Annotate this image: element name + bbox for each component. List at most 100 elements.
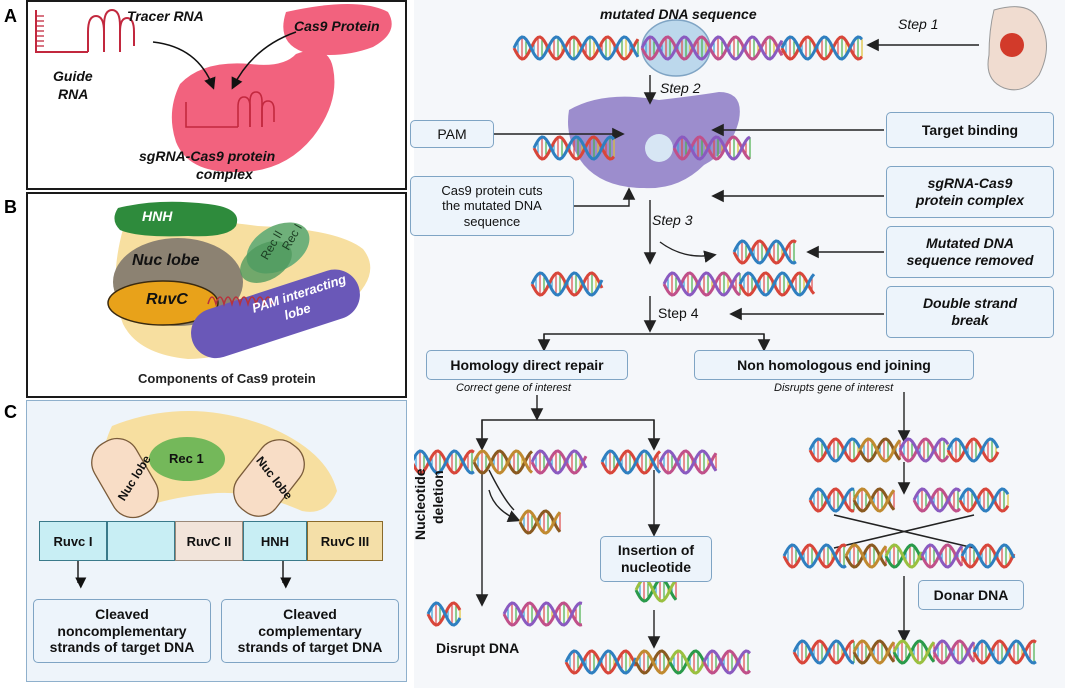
rec1-blob [149, 437, 225, 481]
double-strand-line1: Double strand [922, 295, 1018, 312]
panel-d: mutated DNA sequence Step 1 Step 2 Step … [410, 0, 1065, 688]
step1-label: Step 1 [898, 16, 939, 32]
helix-nhej-3 [898, 437, 950, 463]
helix-donar-5 [960, 543, 1016, 569]
cas9-channel [645, 134, 673, 162]
helix-insert-2 [634, 649, 672, 675]
complex-label-line1: sgRNA-Cas9 protein [139, 148, 276, 164]
helix-nhej-r1 [912, 487, 962, 513]
rna-helix-coil [207, 296, 273, 307]
nhej-box: Non homologous end joining [694, 350, 974, 380]
cleaved-complementary-box: Cleaved complementary strands of target … [221, 599, 399, 663]
helix-final-2 [852, 639, 896, 665]
blank-segment [107, 521, 175, 561]
arrow-deleted-fragment [488, 489, 521, 523]
insertion-box: Insertion of nucleotide [600, 536, 712, 582]
sgrna-complex-line1: sgRNA-Cas9 [927, 175, 1013, 192]
helix-nhej-4 [946, 437, 1000, 463]
cleaved-comp-line1: Cleaved [283, 605, 337, 622]
panel-d-illustration [414, 6, 1047, 675]
hnh-segment: HNH [243, 521, 307, 561]
tumor-icon [1000, 33, 1024, 57]
helix-final-4 [932, 639, 976, 665]
disrupt-dna-label: Disrupt DNA [436, 640, 520, 656]
helix-donar-2 [844, 543, 888, 569]
helix-top-right [780, 35, 864, 61]
helix-top-left [512, 35, 640, 61]
panel-b: HNH Rec I Rec II Nuc lobe RuvC PAM inter… [26, 192, 407, 398]
mutated-removed-box: Mutated DNA sequence removed [886, 226, 1054, 278]
cross-line-2 [833, 514, 975, 549]
step3-label: Step 3 [652, 212, 693, 228]
panel-c: Nuc lobe Rec 1 Nuc lobe Ruvc I RuvC II H… [26, 400, 407, 682]
ruvc-ii-segment: RuvC II [175, 521, 243, 561]
arrow-cas9-cuts [574, 187, 636, 207]
cas9-cuts-line3: sequence [463, 213, 521, 229]
guide-rna-comb [36, 15, 44, 47]
panel-label-a: A [4, 6, 17, 26]
rec-ii-domain [240, 241, 292, 283]
panel-a-illustration [35, 4, 392, 173]
helix-nhej-1 [808, 437, 862, 463]
panel-a: Tracer RNA Cas9 Protein Guide RNA sgRNA-… [26, 0, 407, 190]
helix-hdr-l3 [530, 449, 588, 475]
helix-complex-left [532, 135, 616, 161]
helix-cut-right [738, 271, 816, 297]
cas9-cuts-line1: Cas9 protein cuts [441, 182, 543, 198]
cleaved-non-line3: strands of target DNA [49, 639, 195, 656]
cas9-components-caption: Components of Cas9 protein [138, 371, 316, 386]
nuc-lobe-label: Nuc lobe [132, 252, 200, 269]
ruvc-label: RuvC [146, 291, 188, 308]
helix-final-5 [972, 639, 1037, 665]
sgrna-cas9-complex-box: sgRNA-Cas9 protein complex [886, 166, 1054, 218]
helix-cut-mid [662, 271, 741, 297]
helix-nhej-l1 [808, 487, 855, 513]
rec1-label: Rec 1 [169, 451, 204, 466]
ruvc-iii-segment: RuvC III [307, 521, 383, 561]
mutated-removed-line2: sequence removed [906, 252, 1034, 268]
branch-hdr [481, 419, 655, 438]
nucleotide-deletion-line2: deletion [430, 470, 446, 524]
branch-step4 [543, 333, 765, 346]
pam-interacting-lobe [191, 269, 360, 359]
guide-rna-label-line1: Guide [53, 68, 93, 84]
sgrna-in-complex [185, 91, 275, 128]
helix-complex-right [672, 135, 751, 161]
deletion-curve [488, 469, 515, 511]
hdr-subtitle: Correct gene of interest [456, 382, 571, 394]
helix-insert-1 [564, 649, 638, 675]
helix-nhej-r2 [958, 487, 1010, 513]
helix-hdr-r2 [658, 449, 718, 475]
helix-donar-4 [920, 543, 964, 569]
helix-disrupt-left [426, 601, 462, 627]
helix-top-mutated [640, 35, 712, 61]
nuc-lobe-left-shape [91, 437, 159, 519]
step4-label: Step 4 [658, 305, 699, 321]
helix-removed [732, 239, 797, 265]
nucleotide-deletion-line1: Nucleotide [412, 468, 428, 540]
helix-cut-left [530, 271, 604, 297]
helix-inserted-fragment [634, 577, 678, 603]
panel-label-c: C [4, 402, 17, 422]
hnh-domain [114, 201, 238, 237]
pam-box: PAM [410, 120, 494, 148]
helix-hdr-l1 [414, 449, 475, 475]
helix-deleted-fragment [518, 509, 562, 535]
helix-disrupt-right [502, 601, 583, 627]
tracer-rna-label: Tracer RNA [127, 8, 204, 24]
cleaved-comp-line3: strands of target DNA [237, 639, 383, 656]
step2-label: Step 2 [660, 80, 701, 96]
helix-final-1 [792, 639, 855, 665]
double-strand-break-box: Double strand break [886, 286, 1054, 338]
hdr-box: Homology direct repair [426, 350, 628, 380]
cas9-protein-label: Cas9 Protein [294, 18, 380, 34]
cleaved-non-line1: Cleaved [95, 605, 149, 622]
ruvc-i-segment: Ruvc I [39, 521, 107, 561]
helix-nhej-2 [858, 437, 902, 463]
panel-b-illustration [107, 201, 371, 359]
helix-nhej-l2 [852, 487, 896, 513]
panel-label-b: B [4, 197, 17, 217]
cleaved-non-line2: noncomplementary [57, 622, 187, 639]
helix-insert-4 [702, 649, 752, 675]
cas9-cuts-line2: the mutated DNA [442, 198, 542, 214]
